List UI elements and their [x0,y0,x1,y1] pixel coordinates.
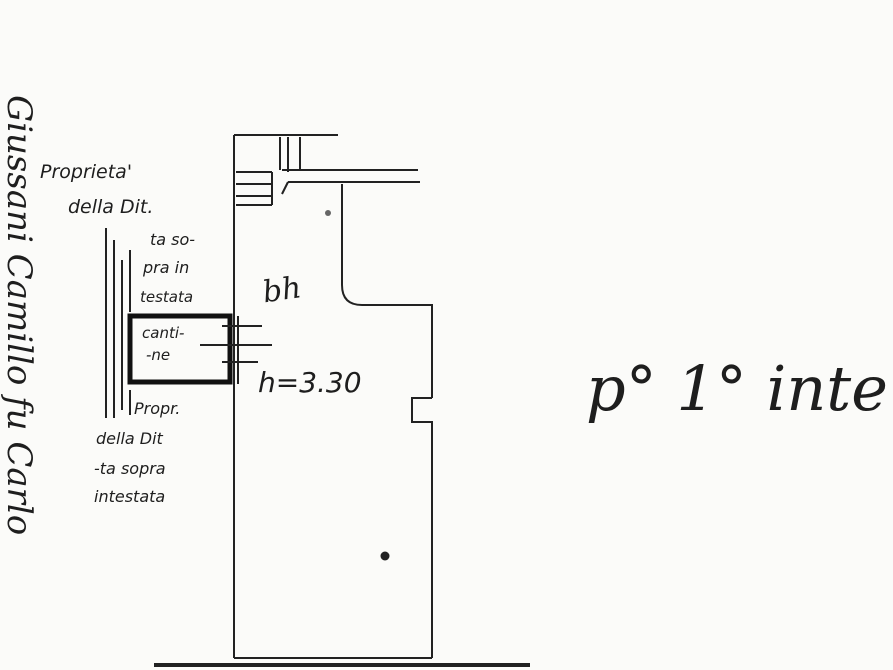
cellar-label: canti- -ne [142,324,184,364]
fixture-dot [380,551,390,561]
cellar-label-line-1: canti- [142,324,184,342]
room-label: bh [261,270,304,310]
owner-name-text: Giussani Camillo fu Carlo [0,95,39,535]
corridor-angle [281,181,289,195]
height-label: h=3.30 [258,366,362,399]
top-property-line-2: della Dit. [68,196,153,218]
top-property-line-4: pra in [142,258,189,277]
bottom-property-line-1: Propr. [134,399,180,418]
building-outline [154,134,530,667]
top-property-line-5: testata [140,288,193,306]
top-property-label: Proprieta' della Dit. ta so- pra in test… [40,161,195,306]
bottom-property-line-2: della Dit [96,429,164,448]
inner-room-wall [341,184,433,398]
owner-name-vertical: Giussani Camillo fu Carlo [0,95,39,535]
bottom-property-line-3: -ta sopra [94,459,166,478]
floor-label: p° 1° inte [586,352,888,425]
small-mark-dot [325,210,331,216]
right-wall-with-nib [411,397,433,658]
top-property-line-3: ta so- [150,230,195,249]
adjoining-boundary [105,228,131,418]
bottom-property-label: Propr. della Dit -ta sopra intestata [94,399,180,506]
cellar-label-line-2: -ne [146,346,170,364]
cellar-outline [127,313,233,385]
top-property-line-1: Proprieta' [40,161,132,183]
cellar-room [127,313,272,385]
bottom-property-line-4: intestata [94,487,165,506]
